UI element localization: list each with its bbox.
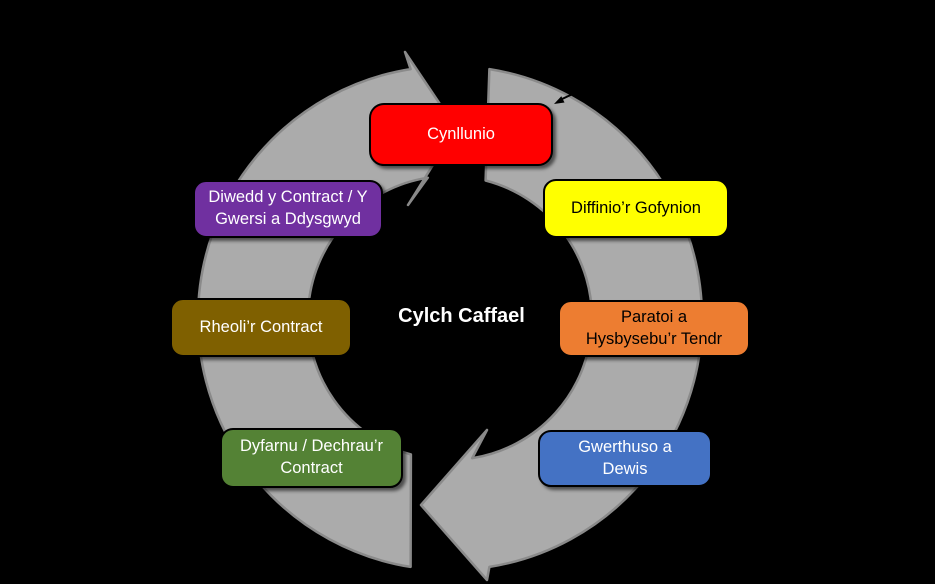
stage-label: Gwersi a Ddysgwyd <box>215 210 361 228</box>
stage-box-paratoi-a-hysbysebu-r-tendr: Paratoi a Hysbysebu’r Tendr <box>558 300 750 357</box>
stage-box-gwerthuso-a-dewis: Gwerthuso a Dewis <box>538 430 712 487</box>
stage-label: Diwedd y Contract / Y <box>208 188 368 207</box>
stage-box-diwedd-y-contract: Diwedd y Contract / Y Gwersi a Ddysgwyd <box>193 180 383 238</box>
stage-label: Contract <box>280 459 343 477</box>
stage-label: Diffinio’r Gofynion <box>571 198 701 217</box>
stage-box-dyfarnu-dechrau-r-contract: Dyfarnu / Dechrau’r Contract <box>220 428 403 488</box>
diagram-title: Cylch Caffael <box>398 305 525 327</box>
stage-label: Paratoi a <box>620 307 688 326</box>
stage-label: Gwerthuso a <box>578 437 672 456</box>
stage-box-diffinio-r-gofynion: Diffinio’r Gofynion <box>543 179 729 238</box>
stage-label: Rheoli’r Contract <box>199 317 323 336</box>
stage-label: Cynllunio <box>427 124 495 143</box>
annotation-arrow-icon <box>554 90 579 104</box>
stage-label: Hysbysebu’r Tendr <box>585 329 723 348</box>
stage-label: Dewis <box>602 459 648 478</box>
stage-box-cynllunio: Cynllunio <box>369 103 553 166</box>
stage-label: Dyfarnu / Dechrau’r <box>239 437 384 456</box>
stage-box-rheoli-r-contract: Rheoli’r Contract <box>170 298 352 357</box>
